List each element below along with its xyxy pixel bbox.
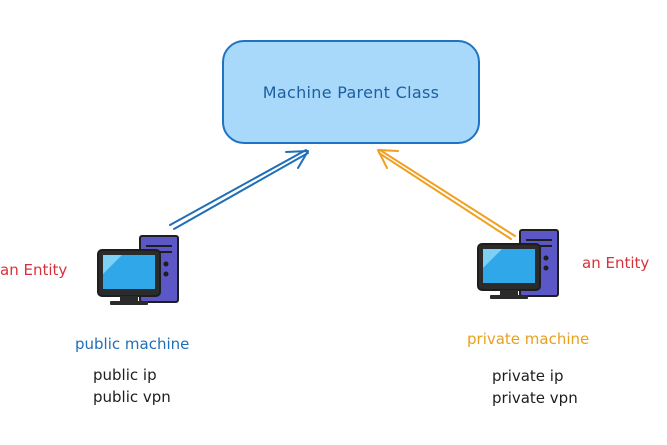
left-arrow bbox=[169, 149, 309, 230]
left-entity-label: an Entity bbox=[0, 261, 68, 279]
public-machine-computer-icon bbox=[97, 235, 179, 305]
public-machine-label: public machine bbox=[75, 335, 190, 353]
private-vpn-prop: private vpn bbox=[492, 389, 578, 407]
parent-class-label: Machine Parent Class bbox=[262, 82, 440, 102]
right-entity-label: an Entity bbox=[582, 254, 650, 272]
public-machine-props: public ip public vpn bbox=[93, 364, 171, 408]
right-arrow bbox=[377, 149, 516, 240]
public-ip-prop: public ip bbox=[93, 366, 157, 384]
parent-class-box: Machine Parent Class bbox=[222, 40, 480, 144]
public-vpn-prop: public vpn bbox=[93, 388, 171, 406]
private-machine-props: private ip private vpn bbox=[492, 365, 578, 409]
private-ip-prop: private ip bbox=[492, 367, 564, 385]
private-machine-computer-icon bbox=[477, 229, 559, 299]
private-machine-label: private machine bbox=[467, 330, 590, 348]
